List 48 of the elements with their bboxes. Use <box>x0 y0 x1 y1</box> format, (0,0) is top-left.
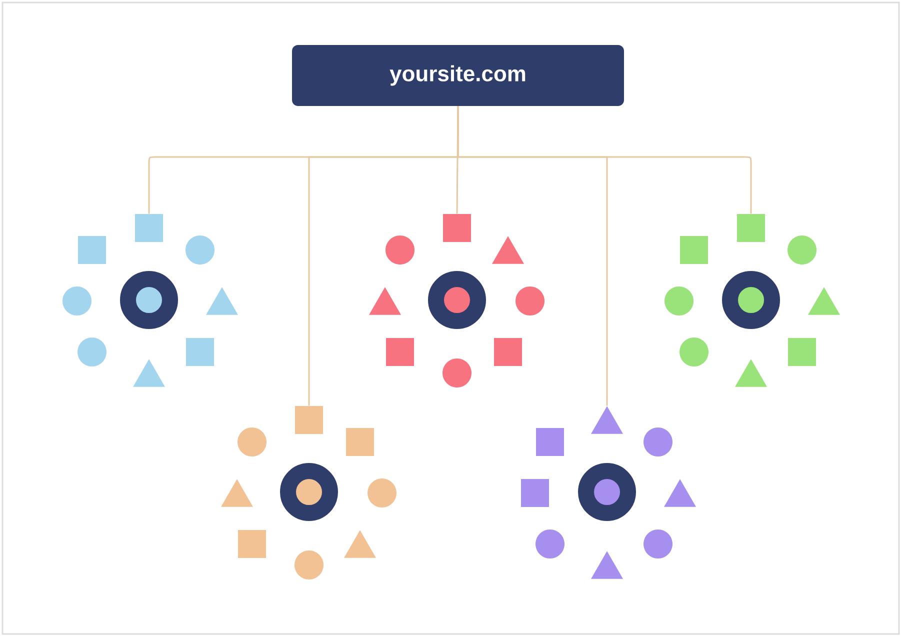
triangle <box>808 287 840 315</box>
square <box>346 428 374 456</box>
circle <box>368 478 396 508</box>
square <box>238 530 266 558</box>
triangle <box>368 287 402 315</box>
circle <box>442 358 472 388</box>
circle <box>294 550 324 580</box>
ring <box>428 271 486 329</box>
ring <box>120 271 178 329</box>
ring <box>578 463 636 521</box>
square <box>494 338 522 366</box>
triangle <box>664 479 696 507</box>
triangle <box>734 359 768 387</box>
site-box: yoursite.com <box>292 45 624 106</box>
triangle <box>220 479 254 507</box>
circle <box>644 428 672 456</box>
square <box>295 406 323 434</box>
circle <box>238 428 266 456</box>
triangle <box>206 287 238 315</box>
circle <box>78 338 106 366</box>
square <box>386 338 414 366</box>
triangle <box>590 406 624 434</box>
circle <box>680 338 708 366</box>
circle <box>386 236 414 264</box>
triangle <box>132 359 166 387</box>
circle <box>536 530 564 558</box>
circle <box>788 236 816 264</box>
circle <box>516 286 544 316</box>
square <box>521 479 549 507</box>
square <box>186 338 214 366</box>
triangle <box>344 530 376 558</box>
square <box>680 236 708 264</box>
ring <box>722 271 780 329</box>
triangle <box>492 236 524 264</box>
square <box>737 214 765 242</box>
square <box>536 428 564 456</box>
circle <box>186 236 214 264</box>
connector-line <box>456 106 459 214</box>
connector-line <box>457 106 608 406</box>
circle <box>664 286 694 316</box>
square <box>443 214 471 242</box>
square <box>78 236 106 264</box>
square <box>788 338 816 366</box>
triangle <box>590 551 624 579</box>
ring <box>280 463 338 521</box>
circle <box>644 530 672 558</box>
circle <box>62 286 92 316</box>
square <box>135 214 163 242</box>
